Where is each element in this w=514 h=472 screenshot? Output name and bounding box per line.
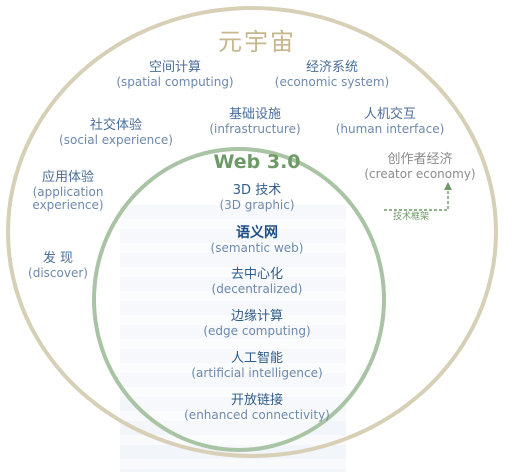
item-en: (social experience): [59, 132, 173, 147]
web3-circle: [92, 147, 386, 452]
item-en: (decentralized): [211, 281, 303, 296]
item-infrastructure: 基础设施 (infrastructure): [190, 107, 320, 136]
item-en: (artificial intelligence): [191, 365, 323, 380]
item-social-experience: 社交体验 (social experience): [46, 118, 186, 147]
item-spatial-computing: 空间计算 (spatial computing): [100, 60, 250, 89]
item-zh: 创作者经济: [387, 152, 453, 167]
item-zh: 边缘计算: [230, 309, 283, 324]
metaverse-title: 元宇宙: [218, 28, 296, 56]
item-zh: 发 现: [42, 251, 74, 266]
item-semantic-web: 语义网 (semantic web): [172, 225, 342, 255]
item-en: (spatial computing): [116, 74, 234, 89]
item-edge-computing: 边缘计算 (edge computing): [162, 309, 352, 338]
item-zh: 应用体验: [41, 170, 94, 185]
item-economic-system: 经济系统 (economic system): [262, 60, 402, 89]
item-creator-economy: 创作者经济 (creator economy): [356, 152, 484, 181]
item-zh: 3D 技术: [232, 183, 282, 198]
item-zh: 社交体验: [89, 118, 142, 133]
item-en: (edge computing): [203, 323, 311, 338]
item-en: (application: [32, 184, 104, 199]
item-enhanced-connectivity: 开放链接 (enhanced connectivity): [148, 393, 366, 422]
item-en: (discover): [28, 265, 88, 280]
item-zh: 人工智能: [230, 351, 283, 366]
web3-title: Web 3.0: [213, 151, 301, 173]
item-zh: 空间计算: [148, 60, 201, 75]
item-artificial-intelligence: 人工智能 (artificial intelligence): [152, 351, 362, 380]
item-en: (economic system): [274, 74, 390, 89]
item-zh: 语义网: [236, 225, 278, 241]
item-zh: 经济系统: [305, 60, 358, 75]
item-en: (creator economy): [364, 166, 476, 181]
item-en: (enhanced connectivity): [184, 407, 330, 422]
item-en: (infrastructure): [209, 121, 301, 136]
item-discover: 发 现 (discover): [20, 251, 96, 280]
metaverse-circle: [6, 6, 498, 458]
arrow-label: 技术框架: [393, 212, 430, 222]
item-application-experience: 应用体验 (application experience): [18, 170, 118, 212]
item-decentralized: 去中心化 (decentralized): [172, 267, 342, 296]
item-zh: 人机交互: [363, 107, 416, 122]
item-3d-graphic: 3D 技术 (3D graphic): [172, 183, 342, 212]
item-zh: 开放链接: [230, 393, 283, 408]
item-zh: 去中心化: [230, 267, 283, 282]
item-en: experience): [32, 197, 104, 212]
item-zh: 基础设施: [228, 107, 281, 122]
item-human-interface: 人机交互 (human interface): [320, 107, 460, 136]
item-en: (human interface): [335, 121, 445, 136]
item-en: (semantic web): [210, 240, 304, 255]
item-en: (3D graphic): [219, 197, 295, 212]
